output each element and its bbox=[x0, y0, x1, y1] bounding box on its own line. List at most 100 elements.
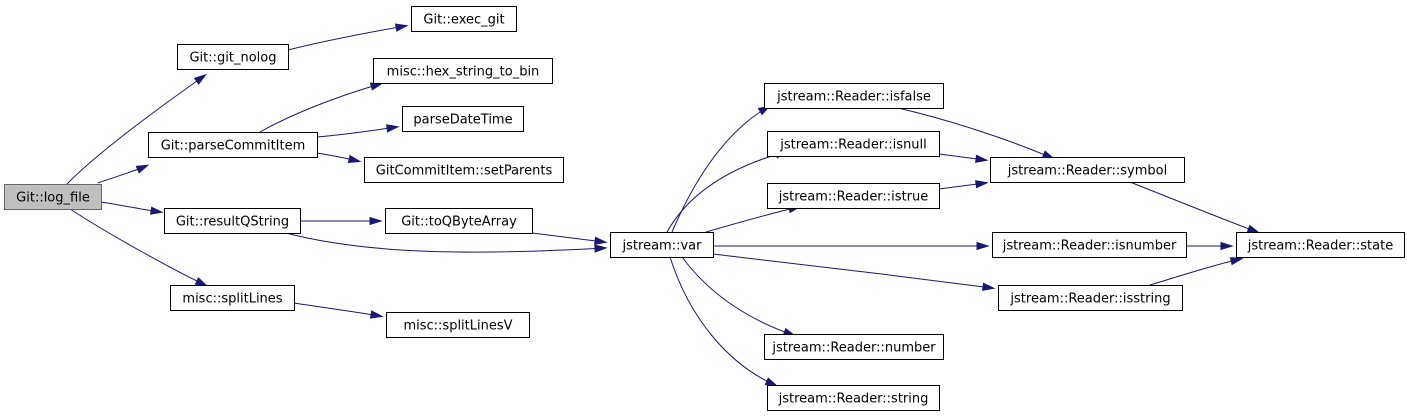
arrowhead-icon bbox=[975, 180, 989, 189]
node-box bbox=[411, 6, 517, 32]
edge-line bbox=[285, 232, 605, 253]
node-label: jstream::Reader::istrue bbox=[778, 190, 929, 205]
edge-line bbox=[1129, 181, 1258, 233]
node-label: misc::hex_string_to_bin bbox=[387, 65, 540, 80]
node-isfalse[interactable]: jstream::Reader::isfalse bbox=[764, 83, 944, 109]
node-splitLines[interactable]: misc::splitLines bbox=[170, 285, 295, 311]
node-splitLinesV[interactable]: misc::splitLinesV bbox=[386, 312, 530, 338]
node-box bbox=[764, 334, 944, 360]
node-istrue[interactable]: jstream::Reader::istrue bbox=[767, 183, 940, 209]
node-string[interactable]: jstream::Reader::string bbox=[767, 385, 940, 411]
edge-isnull-to-symbol bbox=[938, 153, 989, 163]
edge-parseCommitItem-to-hex_string_to_bin bbox=[259, 82, 384, 133]
node-isnumber[interactable]: jstream::Reader::isnumber bbox=[992, 232, 1187, 258]
edge-line bbox=[671, 106, 769, 233]
edge-line bbox=[705, 206, 799, 233]
node-exec_git[interactable]: Git::exec_git bbox=[411, 6, 517, 32]
edges-layer bbox=[66, 23, 1261, 387]
node-label: jstream::Reader::number bbox=[771, 341, 936, 356]
node-toQByteArray[interactable]: Git::toQByteArray bbox=[385, 208, 533, 234]
edge-resultQString-to-var bbox=[285, 232, 608, 253]
edge-log_file-to-resultQString bbox=[100, 201, 164, 215]
edge-line bbox=[681, 256, 794, 336]
edge-line bbox=[259, 83, 381, 133]
edge-line bbox=[1149, 258, 1241, 286]
node-label: misc::splitLinesV bbox=[403, 319, 512, 334]
node-parseCommitItem[interactable]: Git::parseCommitItem bbox=[148, 132, 318, 158]
edge-isnumber-to-state bbox=[1185, 241, 1234, 251]
node-label: GitCommitItem::setParents bbox=[376, 164, 553, 179]
arrowhead-icon bbox=[149, 206, 164, 215]
edge-parseCommitItem-to-parseDateTime bbox=[316, 124, 400, 138]
node-box bbox=[992, 232, 1187, 258]
edge-line bbox=[666, 151, 786, 233]
node-box bbox=[373, 58, 553, 84]
node-box bbox=[767, 131, 940, 157]
edge-line bbox=[293, 302, 381, 317]
edge-line bbox=[897, 107, 1053, 159]
edge-toQByteArray-to-var bbox=[531, 232, 608, 245]
node-resultQString[interactable]: Git::resultQString bbox=[164, 208, 301, 234]
node-label: jstream::Reader::isstring bbox=[1009, 292, 1170, 307]
node-label: Git::log_file bbox=[16, 191, 90, 206]
edge-line bbox=[316, 126, 397, 138]
edge-var-to-number bbox=[681, 256, 797, 337]
node-box bbox=[767, 183, 940, 209]
edge-log_file-to-parseCommitItem bbox=[97, 164, 150, 184]
node-label: Git::parseCommitItem bbox=[161, 139, 306, 154]
edge-line bbox=[531, 232, 605, 243]
node-label: Git::exec_git bbox=[423, 13, 504, 28]
arrowhead-icon bbox=[369, 310, 384, 319]
node-box bbox=[998, 285, 1183, 311]
arrowhead-icon bbox=[764, 377, 779, 387]
edge-istrue-to-symbol bbox=[938, 180, 989, 190]
edge-parseCommitItem-to-setParents bbox=[316, 152, 362, 163]
node-box bbox=[610, 232, 714, 258]
edge-line bbox=[66, 75, 205, 185]
edge-symbol-to-state bbox=[1129, 181, 1261, 234]
node-setParents[interactable]: GitCommitItem::setParents bbox=[364, 157, 564, 183]
node-box bbox=[764, 83, 944, 109]
edge-line bbox=[669, 256, 776, 386]
node-isnull[interactable]: jstream::Reader::isnull bbox=[767, 131, 940, 157]
arrowhead-icon bbox=[1229, 257, 1244, 266]
node-log_file[interactable]: Git::log_file bbox=[4, 184, 102, 210]
node-label: jstream::Reader::isnumber bbox=[1002, 239, 1177, 254]
node-label: Git::resultQString bbox=[176, 215, 289, 230]
node-box bbox=[767, 385, 940, 411]
node-git_nolog[interactable]: Git::git_nolog bbox=[177, 44, 289, 70]
arrowhead-icon bbox=[594, 236, 608, 245]
node-var[interactable]: jstream::var bbox=[610, 232, 714, 258]
node-box bbox=[148, 132, 318, 158]
edge-splitLines-to-splitLinesV bbox=[293, 302, 384, 319]
arrowhead-icon bbox=[976, 241, 990, 251]
edge-var-to-isfalse bbox=[671, 105, 772, 233]
node-symbol[interactable]: jstream::Reader::symbol bbox=[990, 157, 1185, 183]
arrowhead-icon bbox=[347, 154, 362, 163]
node-hex_string_to_bin[interactable]: misc::hex_string_to_bin bbox=[373, 58, 553, 84]
node-box bbox=[177, 44, 289, 70]
arrowhead-icon bbox=[1220, 241, 1234, 251]
edge-var-to-isnumber bbox=[713, 241, 990, 251]
arrowhead-icon bbox=[369, 82, 384, 91]
node-box bbox=[402, 106, 524, 132]
node-box bbox=[1236, 232, 1405, 258]
node-label: Git::toQByteArray bbox=[401, 215, 517, 230]
node-label: jstream::Reader::isnull bbox=[779, 138, 927, 153]
edge-isstring-to-state bbox=[1149, 257, 1244, 286]
node-isstring[interactable]: jstream::Reader::isstring bbox=[998, 285, 1183, 311]
node-label: jstream::Reader::string bbox=[778, 392, 929, 407]
node-number[interactable]: jstream::Reader::number bbox=[764, 334, 944, 360]
node-box bbox=[990, 157, 1185, 183]
edge-line bbox=[287, 25, 406, 51]
node-label: jstream::var bbox=[622, 239, 703, 254]
edge-var-to-istrue bbox=[705, 205, 802, 233]
node-parseDateTime[interactable]: parseDateTime bbox=[402, 106, 524, 132]
arrowhead-icon bbox=[385, 124, 400, 133]
node-state[interactable]: jstream::Reader::state bbox=[1236, 232, 1405, 258]
edge-line bbox=[69, 208, 206, 286]
node-box bbox=[4, 184, 102, 210]
edge-resultQString-to-toQByteArray bbox=[300, 216, 383, 226]
arrowhead-icon bbox=[1246, 224, 1261, 234]
